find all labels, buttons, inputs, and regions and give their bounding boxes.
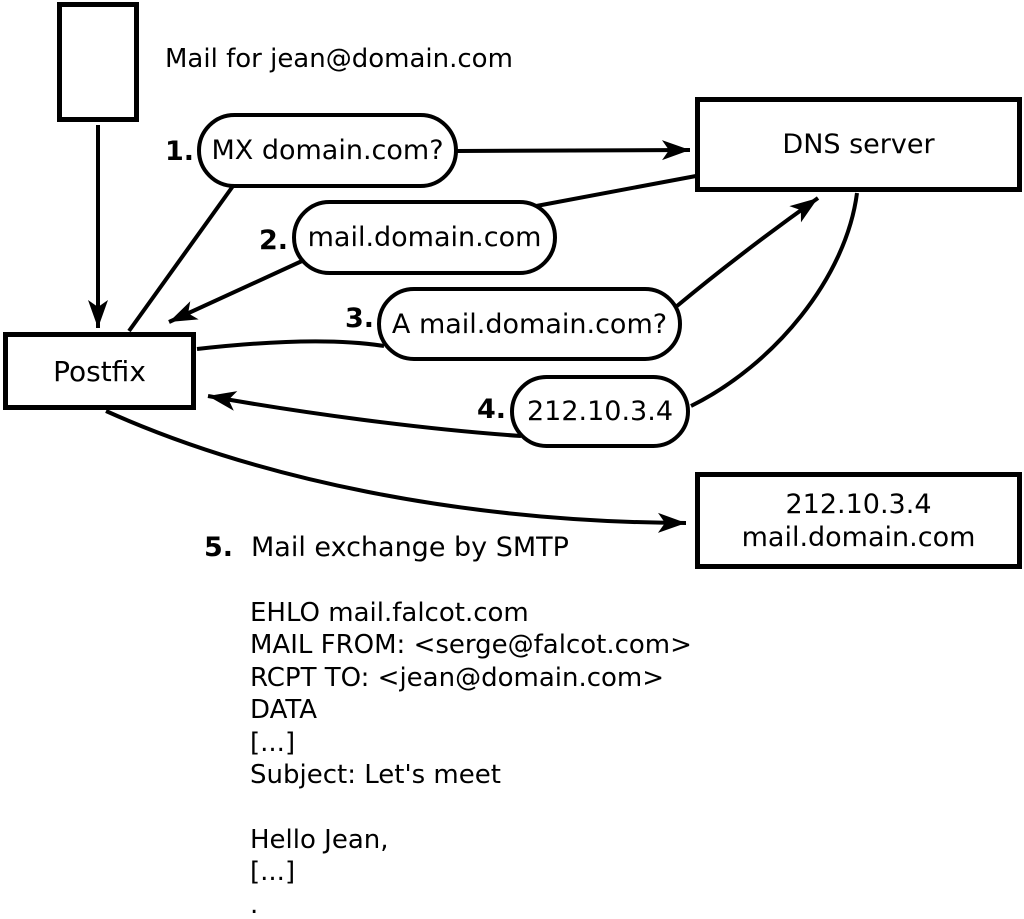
destination-hostname: mail.domain.com: [741, 521, 976, 553]
destination-server-node: 212.10.3.4 mail.domain.com: [695, 472, 1022, 569]
answer-mx-pill: mail.domain.com: [292, 200, 557, 275]
step-5-label: Mail exchange by SMTP: [251, 532, 569, 563]
smtp-line-greeting: Hello Jean,: [250, 824, 389, 855]
mail-caption: Mail for jean@domain.com: [165, 44, 513, 74]
step-1-number: 1.: [164, 136, 194, 167]
step-5-number: 5.: [203, 532, 233, 563]
smtp-line-rcpt-to: RCPT TO: <jean@domain.com>: [250, 662, 665, 693]
postfix-node: Postfix: [3, 332, 196, 410]
query-a-pill: A mail.domain.com?: [377, 287, 682, 361]
postfix-label: Postfix: [53, 354, 146, 388]
arrow-postfix-to-destination: [105, 409, 687, 533]
line-postfix-to-pill1: [127, 184, 235, 333]
line-dns-to-pill4: [690, 192, 859, 408]
smtp-line-end-dot: .: [250, 889, 259, 919]
destination-ip: 212.10.3.4: [785, 488, 932, 520]
line-dns-to-pill2: [530, 174, 697, 209]
smtp-session-transcript: EHLO mail.falcot.com MAIL FROM: <serge@f…: [250, 597, 692, 919]
step-3-number: 3.: [344, 303, 374, 334]
smtp-line-blank: [250, 791, 692, 823]
smtp-line-data: DATA: [250, 695, 317, 726]
smtp-line-ehlo: EHLO mail.falcot.com: [250, 598, 529, 628]
answer-a-label: 212.10.3.4: [527, 396, 673, 427]
smtp-line-ellipsis-1: [...]: [250, 727, 296, 758]
smtp-line-mail-from: MAIL FROM: <serge@falcot.com>: [250, 630, 692, 661]
dns-server-node: DNS server: [695, 97, 1022, 192]
answer-mx-label: mail.domain.com: [307, 222, 542, 253]
arrow-pill4-to-postfix: [207, 391, 522, 438]
dns-server-label: DNS server: [782, 129, 935, 160]
line-postfix-to-pill3: [196, 339, 385, 351]
mail-message-icon: [57, 2, 139, 122]
smtp-line-subject: Subject: Let's meet: [250, 760, 501, 791]
arrow-pill3-to-dns: [675, 196, 820, 308]
step-4-number: 4.: [476, 394, 506, 425]
smtp-line-ellipsis-2: [...]: [250, 857, 296, 888]
query-mx-label: MX domain.com?: [211, 135, 444, 166]
arrow-pill2-to-postfix: [168, 259, 303, 324]
answer-a-pill: 212.10.3.4: [510, 375, 690, 448]
step-2-number: 2.: [258, 225, 288, 256]
query-mx-pill: MX domain.com?: [197, 113, 458, 188]
query-a-label: A mail.domain.com?: [391, 308, 668, 340]
arrow-pill1-to-dns: [456, 140, 691, 161]
